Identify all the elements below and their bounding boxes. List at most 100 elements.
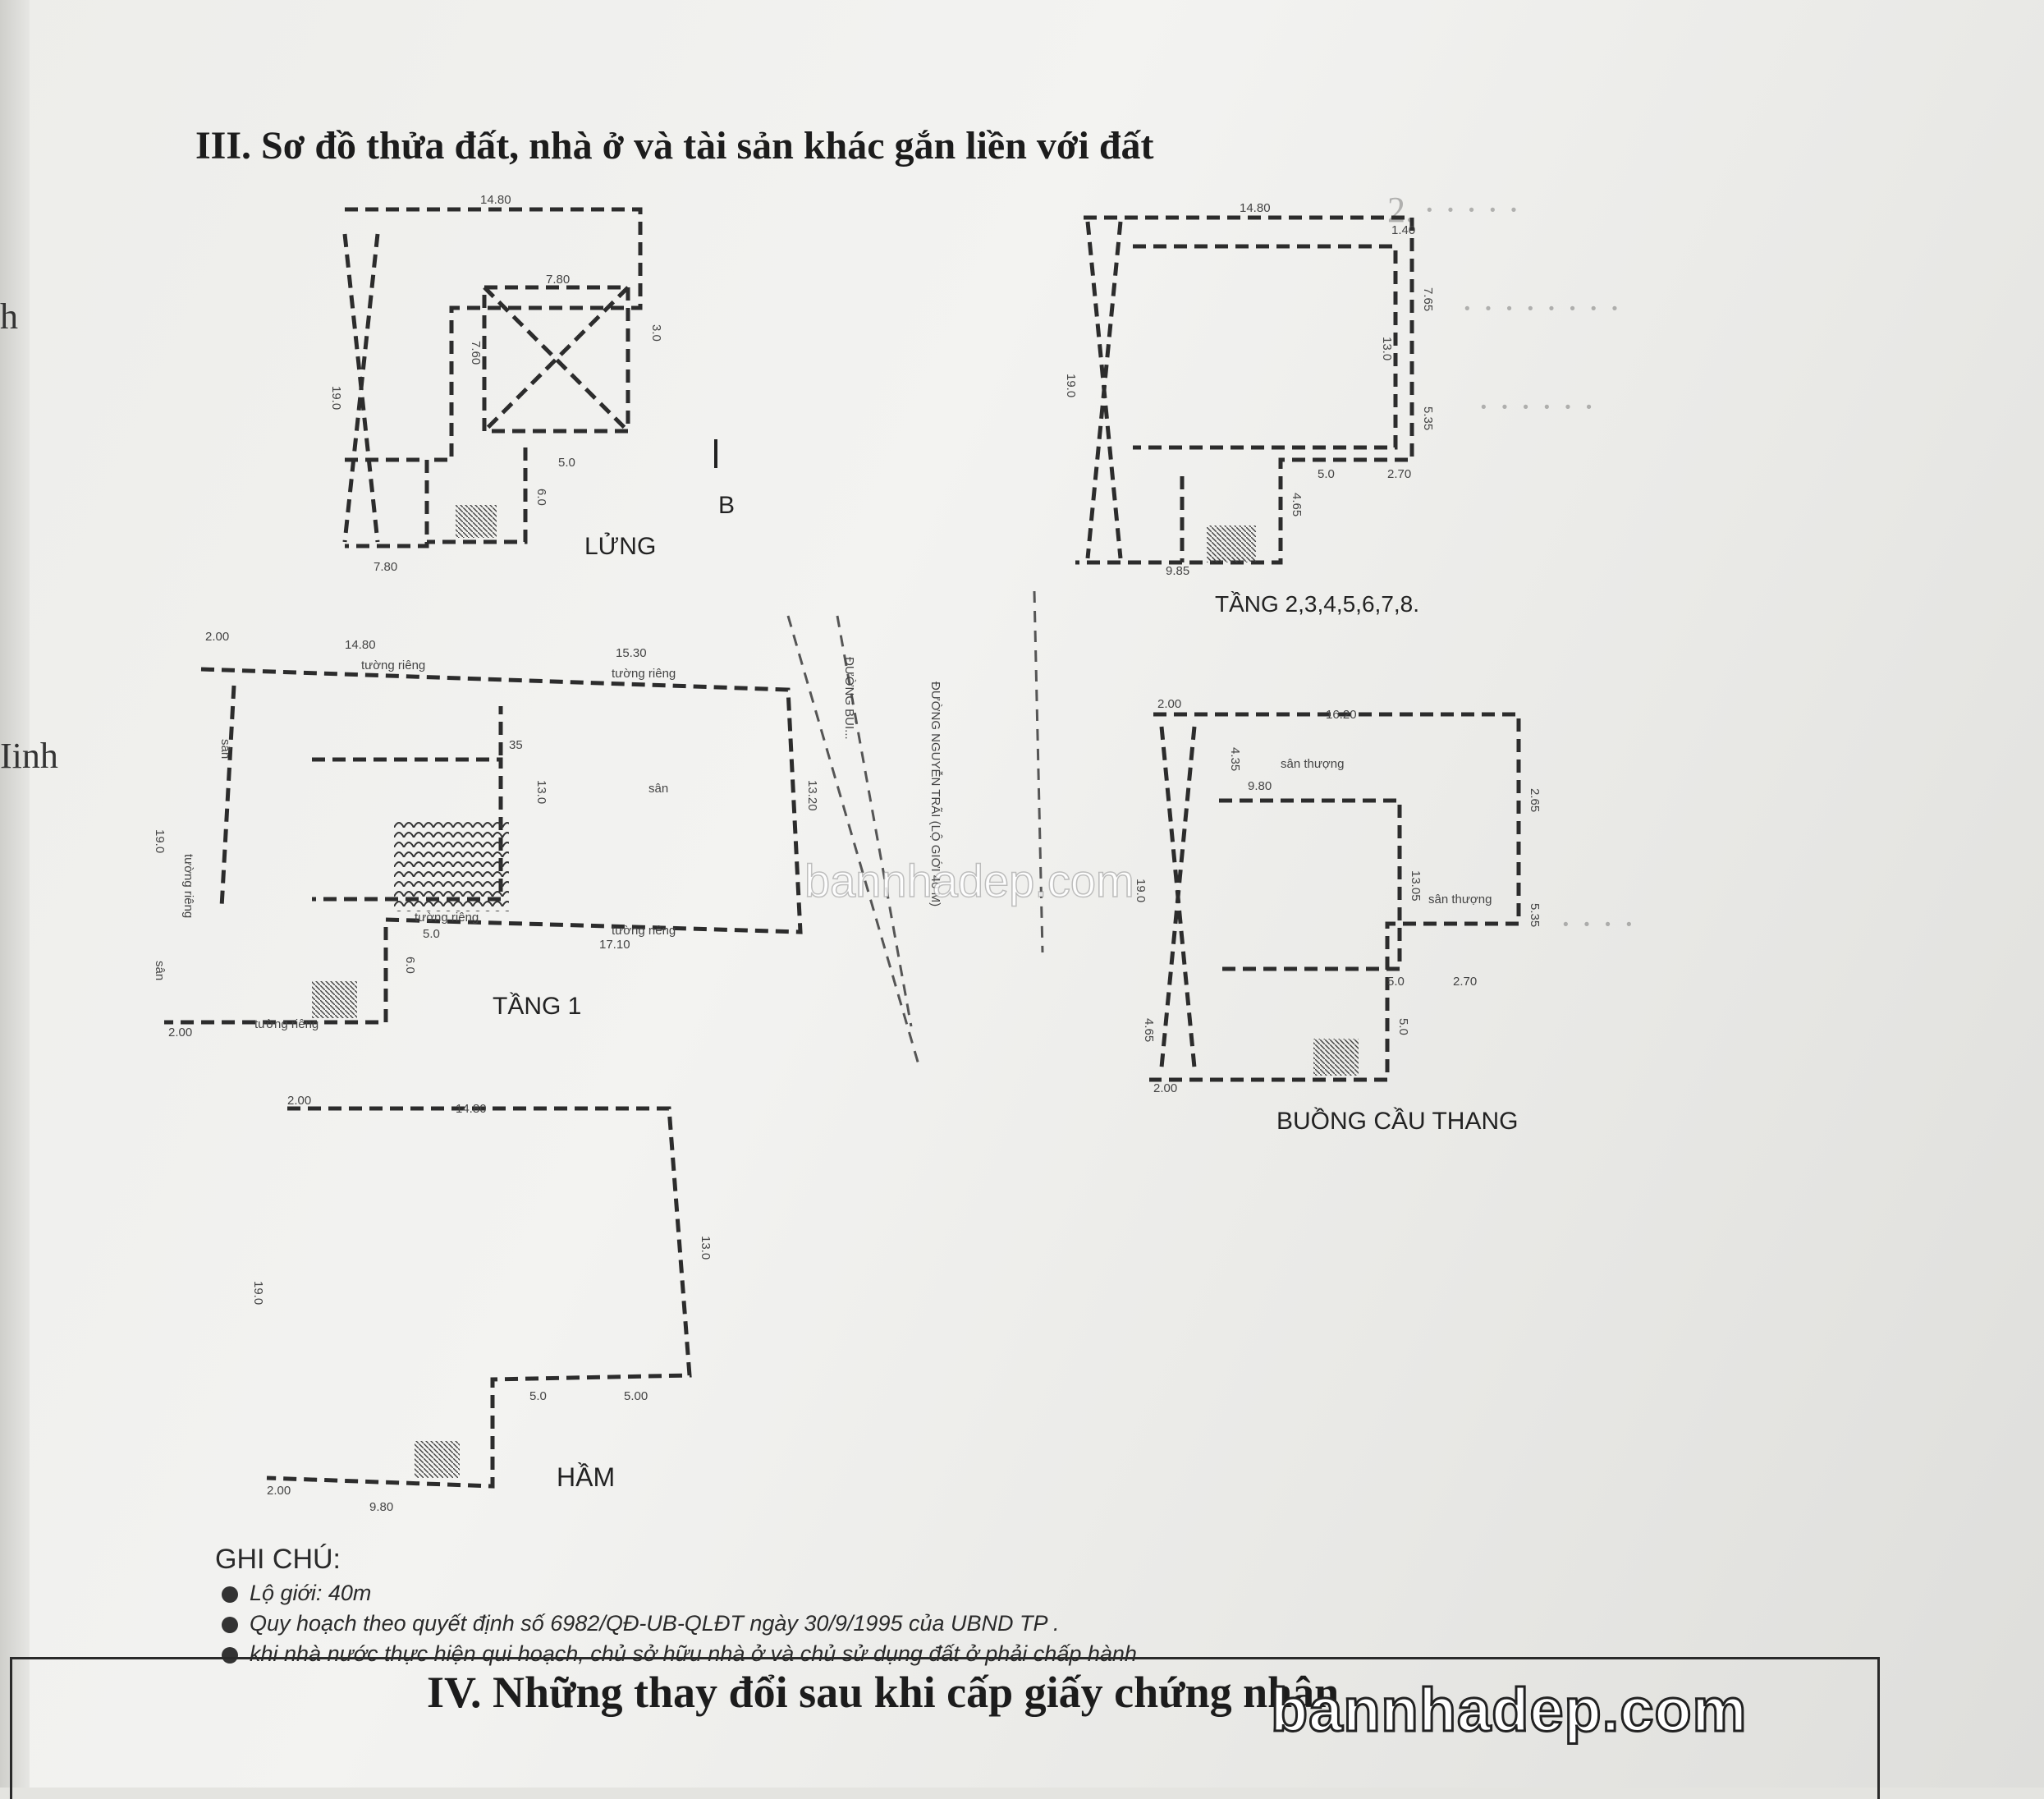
- dim-text: 2.00: [1153, 1081, 1177, 1095]
- stair-hatch: [1313, 1039, 1359, 1076]
- dim-text: 2.00: [267, 1484, 291, 1498]
- dim-text: 13.0: [1380, 337, 1394, 360]
- bleed-through-text: 2. · · · · ·: [1387, 190, 1520, 230]
- stair-hatch: [312, 981, 357, 1018]
- floor-word: sân thượng: [1281, 757, 1344, 771]
- floor-word: tường riêng: [181, 854, 195, 918]
- dim-text: 2.00: [205, 630, 229, 644]
- plan-label-lung: LỬNG: [584, 532, 656, 560]
- plan-label-tang1: TẦNG 1: [493, 992, 581, 1020]
- dim-text: 7.60: [469, 341, 483, 365]
- dim-text: 2.70: [1387, 467, 1411, 481]
- dim-text: 6.0: [534, 489, 548, 506]
- street-lines: [786, 590, 1044, 1068]
- floor-word: tường riêng: [612, 924, 676, 938]
- bullet-icon: [222, 1616, 238, 1633]
- section-3-title: III. Sơ đồ thửa đất, nhà ở và tài sản kh…: [195, 124, 1154, 168]
- dim-text: 14.80: [345, 638, 376, 652]
- floor-word: tường riêng: [415, 911, 479, 925]
- dim-text: 13.05: [1409, 870, 1423, 902]
- floor-word: tường riêng: [254, 1017, 319, 1031]
- margin-fragment: h: [0, 296, 18, 337]
- dim-text: 5.0: [529, 1389, 547, 1403]
- dim-text: 9.85: [1166, 564, 1189, 578]
- dim-text: 4.65: [1142, 1018, 1156, 1042]
- watermark-bottom: bannhadep.com: [1269, 1675, 1748, 1746]
- dim-text: 7.65: [1421, 287, 1435, 311]
- watermark-center: bannhadep.com: [804, 854, 1134, 907]
- dim-text: 19.0: [329, 386, 343, 410]
- dim-text: 5.0: [423, 927, 440, 941]
- dim-text: 35: [509, 738, 523, 752]
- dim-text: 13.0: [534, 780, 548, 804]
- dim-text: 5.0: [1387, 975, 1405, 989]
- dim-text: 17.10: [599, 938, 630, 952]
- stair-hatch: [1207, 525, 1256, 562]
- dim-text: 19.0: [1134, 879, 1148, 902]
- dim-text: 9.80: [369, 1500, 393, 1514]
- dim-text: 5.35: [1421, 406, 1435, 430]
- dim-text: 2.65: [1528, 788, 1542, 812]
- dim-text: 2.70: [1453, 975, 1477, 989]
- dim-text: 4.35: [1228, 747, 1242, 771]
- margin-fragment: Iinh: [0, 736, 58, 776]
- plan-tang-upper: [1075, 215, 1414, 565]
- dim-text: 2.00: [168, 1026, 192, 1039]
- floor-word: tường riêng: [361, 659, 425, 672]
- floor-word: sân: [153, 961, 167, 980]
- notes-section: GHI CHÚ: Lộ giới: 40m Quy hoạch theo quy…: [215, 1544, 1137, 1672]
- dim-text: 14.80: [1240, 201, 1271, 215]
- dim-text: 2.00: [1157, 697, 1181, 711]
- dim-text: 6.0: [403, 957, 417, 974]
- dim-text: 19.0: [153, 829, 167, 853]
- dim-text: 5.00: [624, 1389, 648, 1403]
- dim-text: 16.20: [1326, 708, 1357, 722]
- dim-text: 9.80: [1248, 779, 1272, 793]
- floor-word: sân: [648, 782, 668, 796]
- north-mark: B: [718, 492, 735, 519]
- plan-ham: [266, 1106, 692, 1489]
- dim-text: 15.30: [616, 646, 647, 660]
- dim-text: 5.35: [1528, 903, 1542, 927]
- plan-label-ham: HẦM: [557, 1462, 615, 1492]
- dim-text: 7.80: [546, 273, 570, 287]
- dim-text: 19.0: [1064, 374, 1078, 397]
- dim-text: 13.0: [699, 1236, 713, 1260]
- plan-label-tang-upper: TẦNG 2,3,4,5,6,7,8.: [1215, 591, 1419, 617]
- note-item: Lộ giới: 40m: [222, 1581, 1137, 1606]
- stair-hatch: [415, 1441, 460, 1478]
- plan-lung: [342, 207, 643, 548]
- plan-label-buong-cau-thang: BUỒNG CẦU THANG: [1276, 1107, 1518, 1135]
- note-item: khi nhà nước thực hiện qui hoạch, chủ sở…: [222, 1641, 1137, 1667]
- floor-word: sân: [218, 739, 232, 759]
- dim-text: 1.40: [1391, 223, 1415, 237]
- notes-heading: GHI CHÚ:: [215, 1544, 341, 1575]
- bleed-through-text: · · · ·: [1560, 904, 1635, 944]
- dim-text: 7.80: [374, 560, 397, 574]
- dim-text: 5.0: [1318, 467, 1335, 481]
- floor-word: tường riêng: [612, 667, 676, 681]
- dim-text: 13.20: [805, 780, 819, 811]
- page-edge: [0, 0, 30, 1788]
- dim-text: 4.65: [1290, 493, 1304, 516]
- dim-text: 5.0: [558, 456, 575, 470]
- section-4-title: IV. Những thay đổi sau khi cấp giấy chứn…: [427, 1668, 1340, 1717]
- floor-word: sân thượng: [1428, 893, 1492, 906]
- dim-text: 3.0: [649, 324, 663, 342]
- bullet-icon: [222, 1586, 238, 1603]
- dim-text: 5.0: [1396, 1018, 1410, 1035]
- dim-text: 2.00: [287, 1094, 311, 1108]
- street-name: ĐƯỜNG NGUYỄN TRÃI (LỘ GIỚI 40 M): [928, 682, 942, 906]
- stair-hatch: [456, 505, 497, 538]
- plan-buong-cau-thang: [1149, 712, 1521, 1082]
- bleed-through-text: · · · · · · · ·: [1461, 288, 1621, 328]
- bleed-through-text: · · · · · ·: [1478, 387, 1595, 427]
- dim-text: 14.80: [480, 193, 511, 207]
- dim-text: 19.0: [251, 1281, 265, 1305]
- note-item: Quy hoạch theo quyết định số 6982/QĐ-UB-…: [222, 1611, 1137, 1636]
- stair-steps: [394, 821, 509, 911]
- section-4-box: [10, 1657, 1880, 1799]
- street-name: ĐƯỜNG BÙI...: [842, 657, 856, 740]
